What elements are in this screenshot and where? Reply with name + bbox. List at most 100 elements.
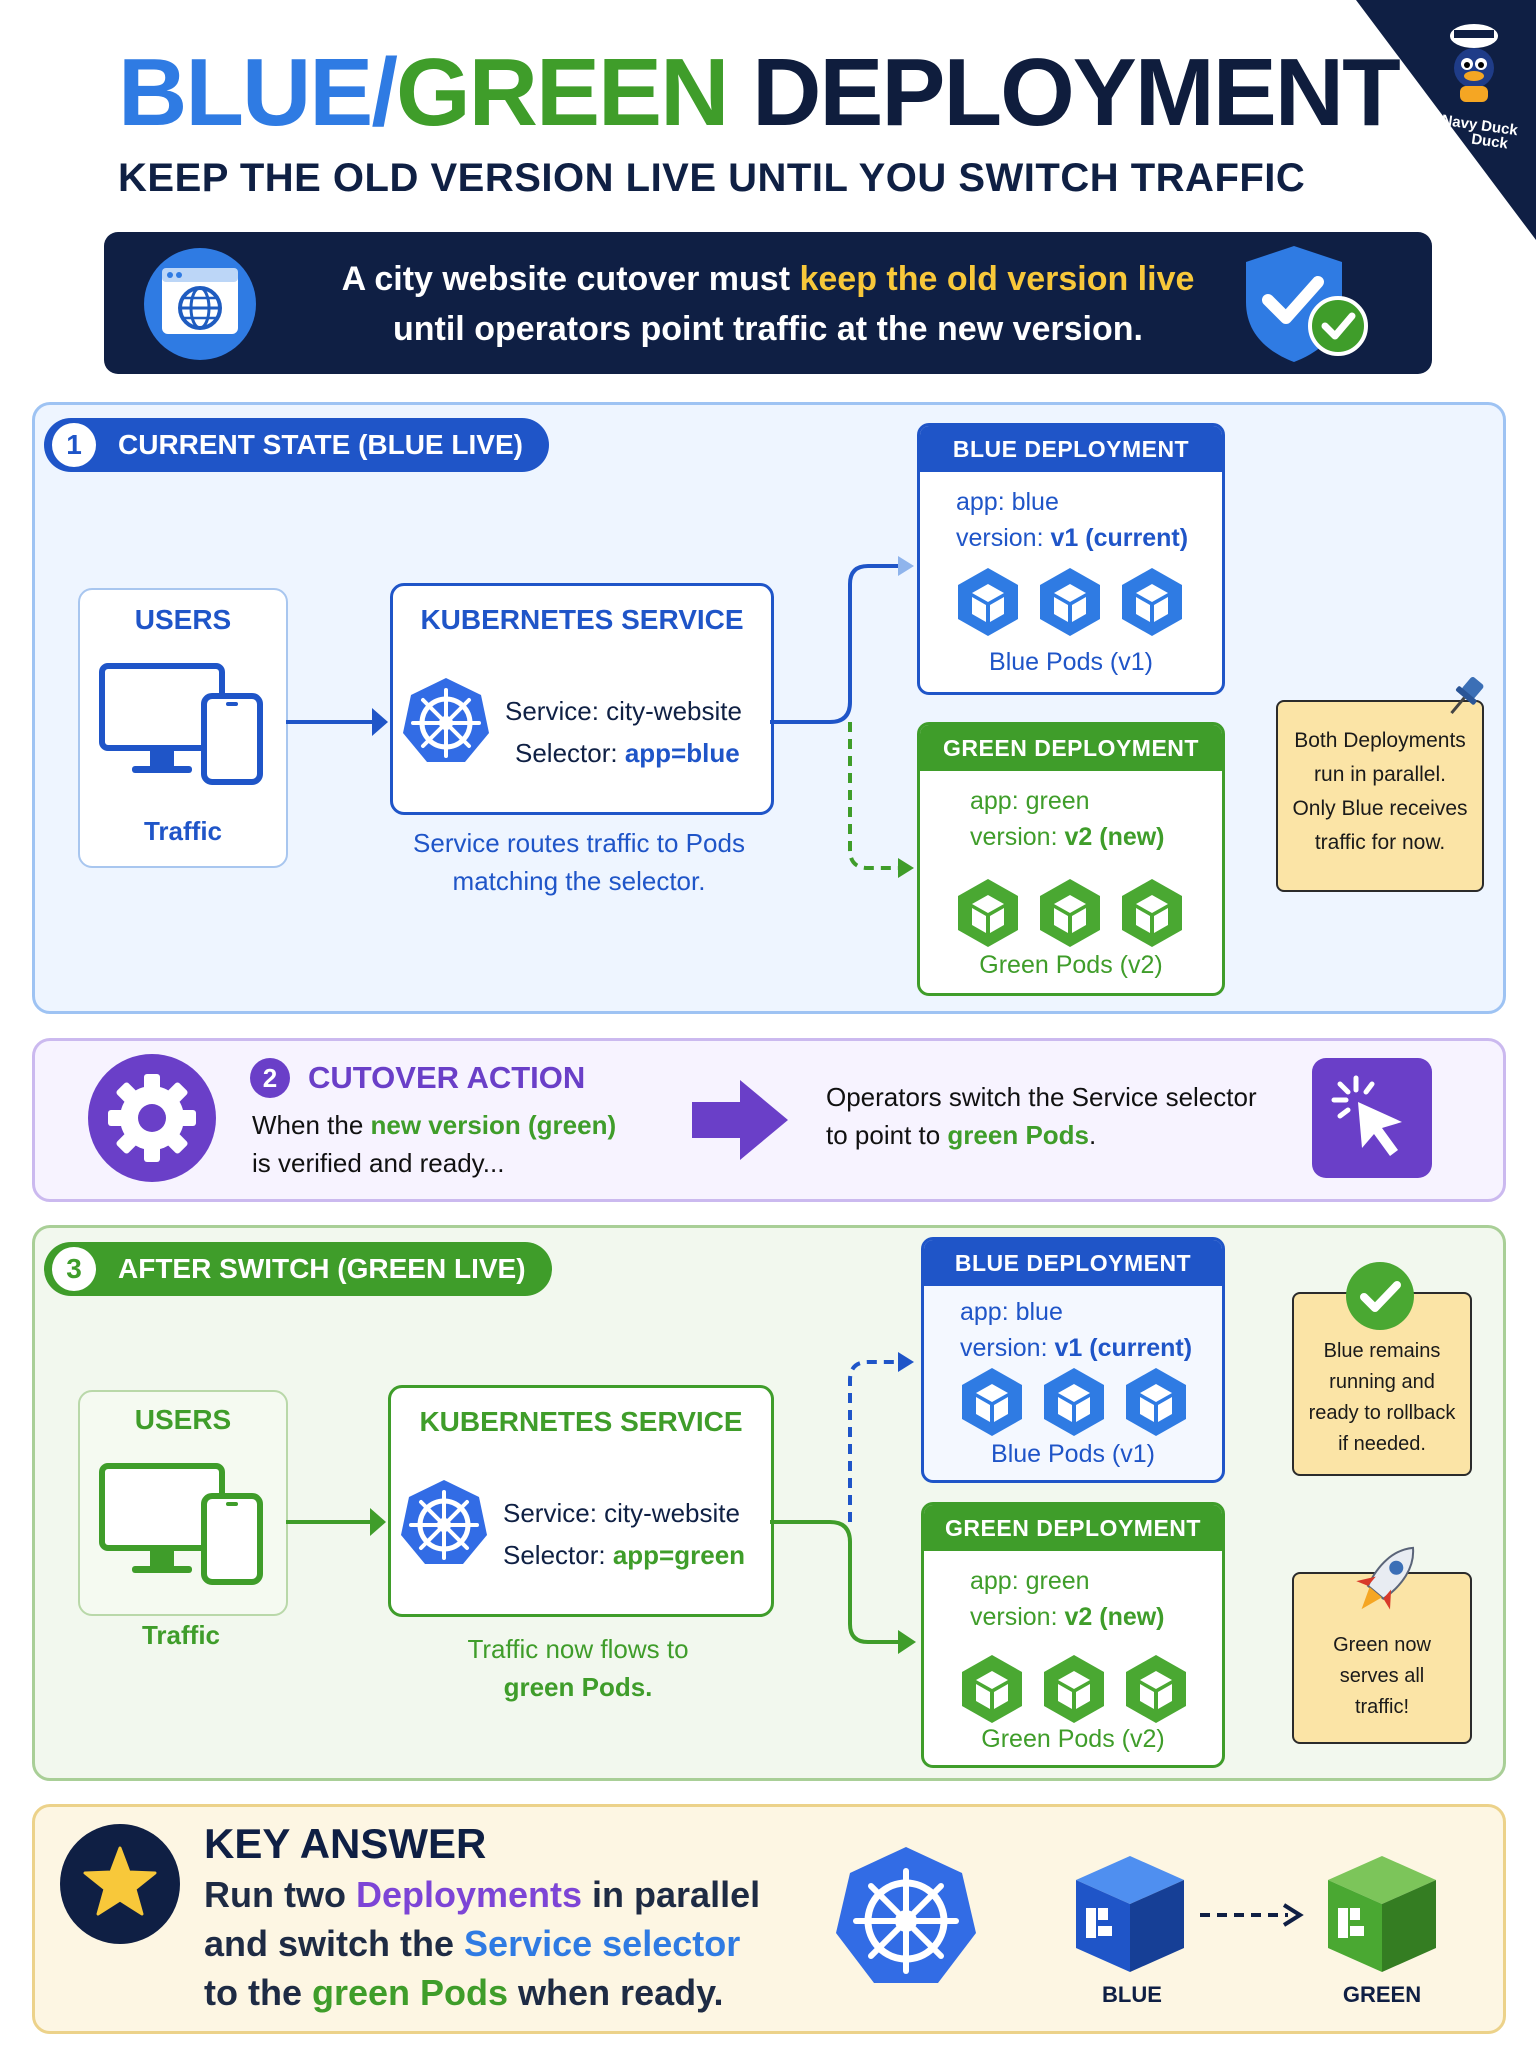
section1-number: 1 <box>52 423 96 467</box>
title-rest: DEPLOYMENT <box>727 39 1401 146</box>
gear-icon <box>88 1054 216 1182</box>
green-pods-label: Green Pods (v2) <box>979 951 1163 979</box>
star-icon <box>60 1824 180 1944</box>
note-line: run in parallel. <box>1314 763 1446 786</box>
users-box: USERS Traffic <box>78 588 288 868</box>
green-serves-note: Green now serves all traffic! <box>1292 1572 1472 1744</box>
users-title-after: USERS <box>134 1404 232 1435</box>
selector-value: app=blue <box>624 738 740 768</box>
banner-text-post: until operators point traffic at the new… <box>393 310 1143 348</box>
note-line: traffic! <box>1354 1696 1410 1718</box>
note-line: if needed. <box>1338 1433 1426 1455</box>
users-box-after: USERS <box>78 1390 288 1616</box>
navy-duck-badge: Navy Duck Duck <box>1296 0 1536 240</box>
kubernetes-service-box-after: KUBERNETES SERVICE Service: city-website… <box>388 1385 774 1617</box>
section3-number: 3 <box>52 1247 96 1291</box>
note-line: Only Blue receives <box>1292 797 1468 820</box>
cutover-right-highlight: green Pods <box>947 1120 1090 1150</box>
badge-text-2: Duck <box>1470 131 1509 153</box>
note-line: Both Deployments <box>1294 729 1466 752</box>
blue-pod-icon-2 <box>1044 1368 1104 1436</box>
rocket-icon <box>1356 1546 1415 1610</box>
key-line3-highlight: green Pods <box>311 1972 509 2013</box>
intro-banner: A city website cutover must keep the old… <box>104 232 1432 374</box>
dashed-arrow-icon <box>1200 1903 1304 1927</box>
blue-pods-label-after: Blue Pods (v1) <box>991 1440 1155 1468</box>
website-globe-icon <box>144 248 256 360</box>
green-pod-icon-3 <box>1122 879 1182 947</box>
blue-pods-icons <box>958 568 1182 636</box>
blue-pods-icons <box>962 1368 1186 1436</box>
key-line2-highlight: Service selector <box>464 1923 741 1964</box>
key-line1-post: in parallel <box>582 1874 761 1915</box>
blue-deployment-title-after: BLUE DEPLOYMENT <box>924 1240 1222 1286</box>
parallel-note: Both Deployments run in parallel. Only B… <box>1276 700 1484 892</box>
service-title: KUBERNETES SERVICE <box>420 604 744 635</box>
key-line3-post: when ready. <box>508 1972 724 2013</box>
users-caption-after: Traffic <box>141 1620 221 1650</box>
blue-deployment-title: BLUE DEPLOYMENT <box>920 426 1222 472</box>
green-version-value-after: v2 (new) <box>1064 1603 1165 1631</box>
selector-value-after: app=green <box>612 1540 746 1570</box>
blue-cube-icon <box>1076 1856 1184 1972</box>
section3-title: AFTER SWITCH (GREEN LIVE) <box>118 1253 526 1284</box>
green-pod-icon-2 <box>1044 1655 1104 1723</box>
blue-deployment-card-after: BLUE DEPLOYMENT app: blue version: v1 (c… <box>921 1237 1225 1483</box>
kubernetes-service-box: KUBERNETES SERVICE Service: city-website… <box>390 583 774 815</box>
service-to-blue-arrow <box>770 564 900 724</box>
key-answer-text: Run two Deployments in parallel and swit… <box>204 1870 760 2017</box>
note-line: running and <box>1329 1371 1435 1393</box>
blue-pod-icon-3 <box>1126 1368 1186 1436</box>
service-caption-after-line2: green Pods. <box>503 1672 653 1702</box>
green-pods-label-after: Green Pods (v2) <box>981 1725 1165 1753</box>
kubernetes-helm-icon <box>403 678 489 762</box>
service-title-after: KUBERNETES SERVICE <box>419 1406 743 1437</box>
duck-mascot-icon <box>1450 24 1498 102</box>
note-line: Blue remains <box>1323 1340 1441 1362</box>
green-pod-icon-1 <box>958 879 1018 947</box>
cutover-right-line1: Operators switch the Service selector <box>826 1082 1257 1112</box>
blue-app-label: app: blue <box>956 488 1059 516</box>
green-pods-icons <box>962 1655 1186 1723</box>
service-caption-after-line1: Traffic now flows to <box>467 1634 689 1664</box>
section1-arrows <box>286 556 914 878</box>
section3-title-pill: 3 AFTER SWITCH (GREEN LIVE) <box>44 1242 552 1296</box>
blue-pod-icon-1 <box>962 1368 1022 1436</box>
green-app-label: app: green <box>970 787 1090 815</box>
kubernetes-logo-icon <box>836 1847 976 1983</box>
green-version-value: v2 (new) <box>1064 823 1165 851</box>
title-green: GREEN <box>396 39 729 146</box>
green-app-label-after: app: green <box>970 1567 1090 1595</box>
note-line: Green now <box>1333 1634 1431 1656</box>
service-to-green-arrow-after <box>770 1520 900 1644</box>
section1-title: CURRENT STATE (BLUE LIVE) <box>118 429 523 460</box>
selector-label: Selector: <box>515 738 625 768</box>
section-key-answer <box>32 1804 1506 2034</box>
page-subtitle: KEEP THE OLD VERSION LIVE UNTIL YOU SWIT… <box>118 156 1306 200</box>
service-name-after: Service: city-website <box>503 1498 740 1528</box>
green-deployment-title-after: GREEN DEPLOYMENT <box>924 1505 1222 1551</box>
users-title: USERS <box>134 604 232 635</box>
service-caption-line1: Service routes traffic to Pods <box>413 828 745 858</box>
blue-pod-icon-2 <box>1040 568 1100 636</box>
green-cube-label: GREEN <box>1342 1982 1422 2007</box>
service-caption-after: Traffic now flows to green Pods. <box>388 1630 768 1706</box>
blue-deployment-card: BLUE DEPLOYMENT app: blue version: v1 (c… <box>917 423 1225 695</box>
section2-number: 2 <box>250 1058 290 1098</box>
note-line: traffic for now. <box>1314 831 1446 854</box>
click-cursor-icon <box>1312 1058 1432 1178</box>
selector-label-after: Selector: <box>503 1540 613 1570</box>
blue-version-value: v1 (current) <box>1050 524 1189 552</box>
users-caption: Traffic <box>143 816 223 846</box>
blue-pods-label: Blue Pods (v1) <box>989 648 1153 676</box>
page-title: BLUE/GREEN DEPLOYMENT <box>118 38 1401 148</box>
green-cube-icon <box>1328 1856 1436 1972</box>
service-caption-line2: matching the selector. <box>452 866 706 896</box>
green-version-label-after: version: <box>970 1603 1065 1631</box>
blue-version-label-after: version: <box>960 1334 1055 1362</box>
key-line2-pre: and switch the <box>204 1923 465 1964</box>
kubernetes-helm-icon <box>401 1480 487 1564</box>
right-arrow-icon <box>692 1080 788 1160</box>
checkmark-icon <box>1346 1262 1414 1330</box>
blue-app-label-after: app: blue <box>960 1298 1063 1326</box>
